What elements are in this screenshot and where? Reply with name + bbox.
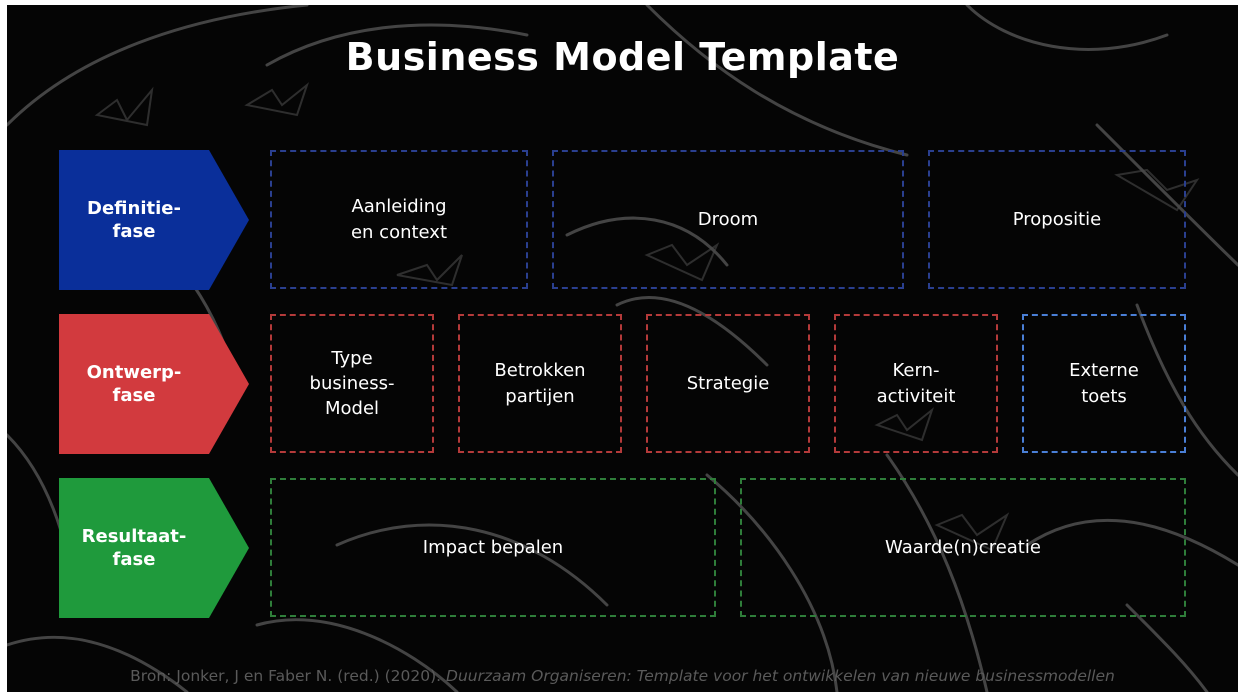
box-strategie: Strategie (646, 314, 810, 453)
arrow-shape-ontwerp (59, 314, 249, 454)
box-aanleiding-en-context: Aanleiding en context (270, 150, 528, 289)
phase-ontwerp: Ontwerp- fase (59, 314, 249, 454)
box-kern-activiteit: Kern- activiteit (834, 314, 998, 453)
box-impact-bepalen: Impact bepalen (270, 478, 716, 617)
phase-label-definitie: Definitie- fase (87, 197, 181, 242)
source-citation-prefix: Bron: Jonker, J en Faber N. (red.) (2020… (130, 667, 447, 685)
slide-title: Business Model Template (345, 35, 900, 79)
phase-resultaat: Resultaat- fase (59, 478, 249, 618)
box-waarde-n-creatie: Waarde(n)creatie (740, 478, 1186, 617)
box-externe-toets: Externe toets (1022, 314, 1186, 453)
slide: Business Model Template Definitie- fase … (7, 5, 1238, 692)
source-citation-title: Duurzaam Organiseren: Template voor het … (446, 667, 1115, 685)
box-type-business-model: Type business- Model (270, 314, 434, 453)
arrow-shape-resultaat (59, 478, 249, 618)
box-propositie: Propositie (928, 150, 1186, 289)
phase-label-ontwerp: Ontwerp- fase (86, 361, 182, 406)
arrow-shape-definitie (59, 150, 249, 290)
source-citation: Bron: Jonker, J en Faber N. (red.) (2020… (7, 667, 1238, 685)
phase-definitie: Definitie- fase (59, 150, 249, 290)
box-betrokken-partijen: Betrokken partijen (458, 314, 622, 453)
phase-label-resultaat: Resultaat- fase (81, 525, 187, 570)
box-droom: Droom (552, 150, 904, 289)
